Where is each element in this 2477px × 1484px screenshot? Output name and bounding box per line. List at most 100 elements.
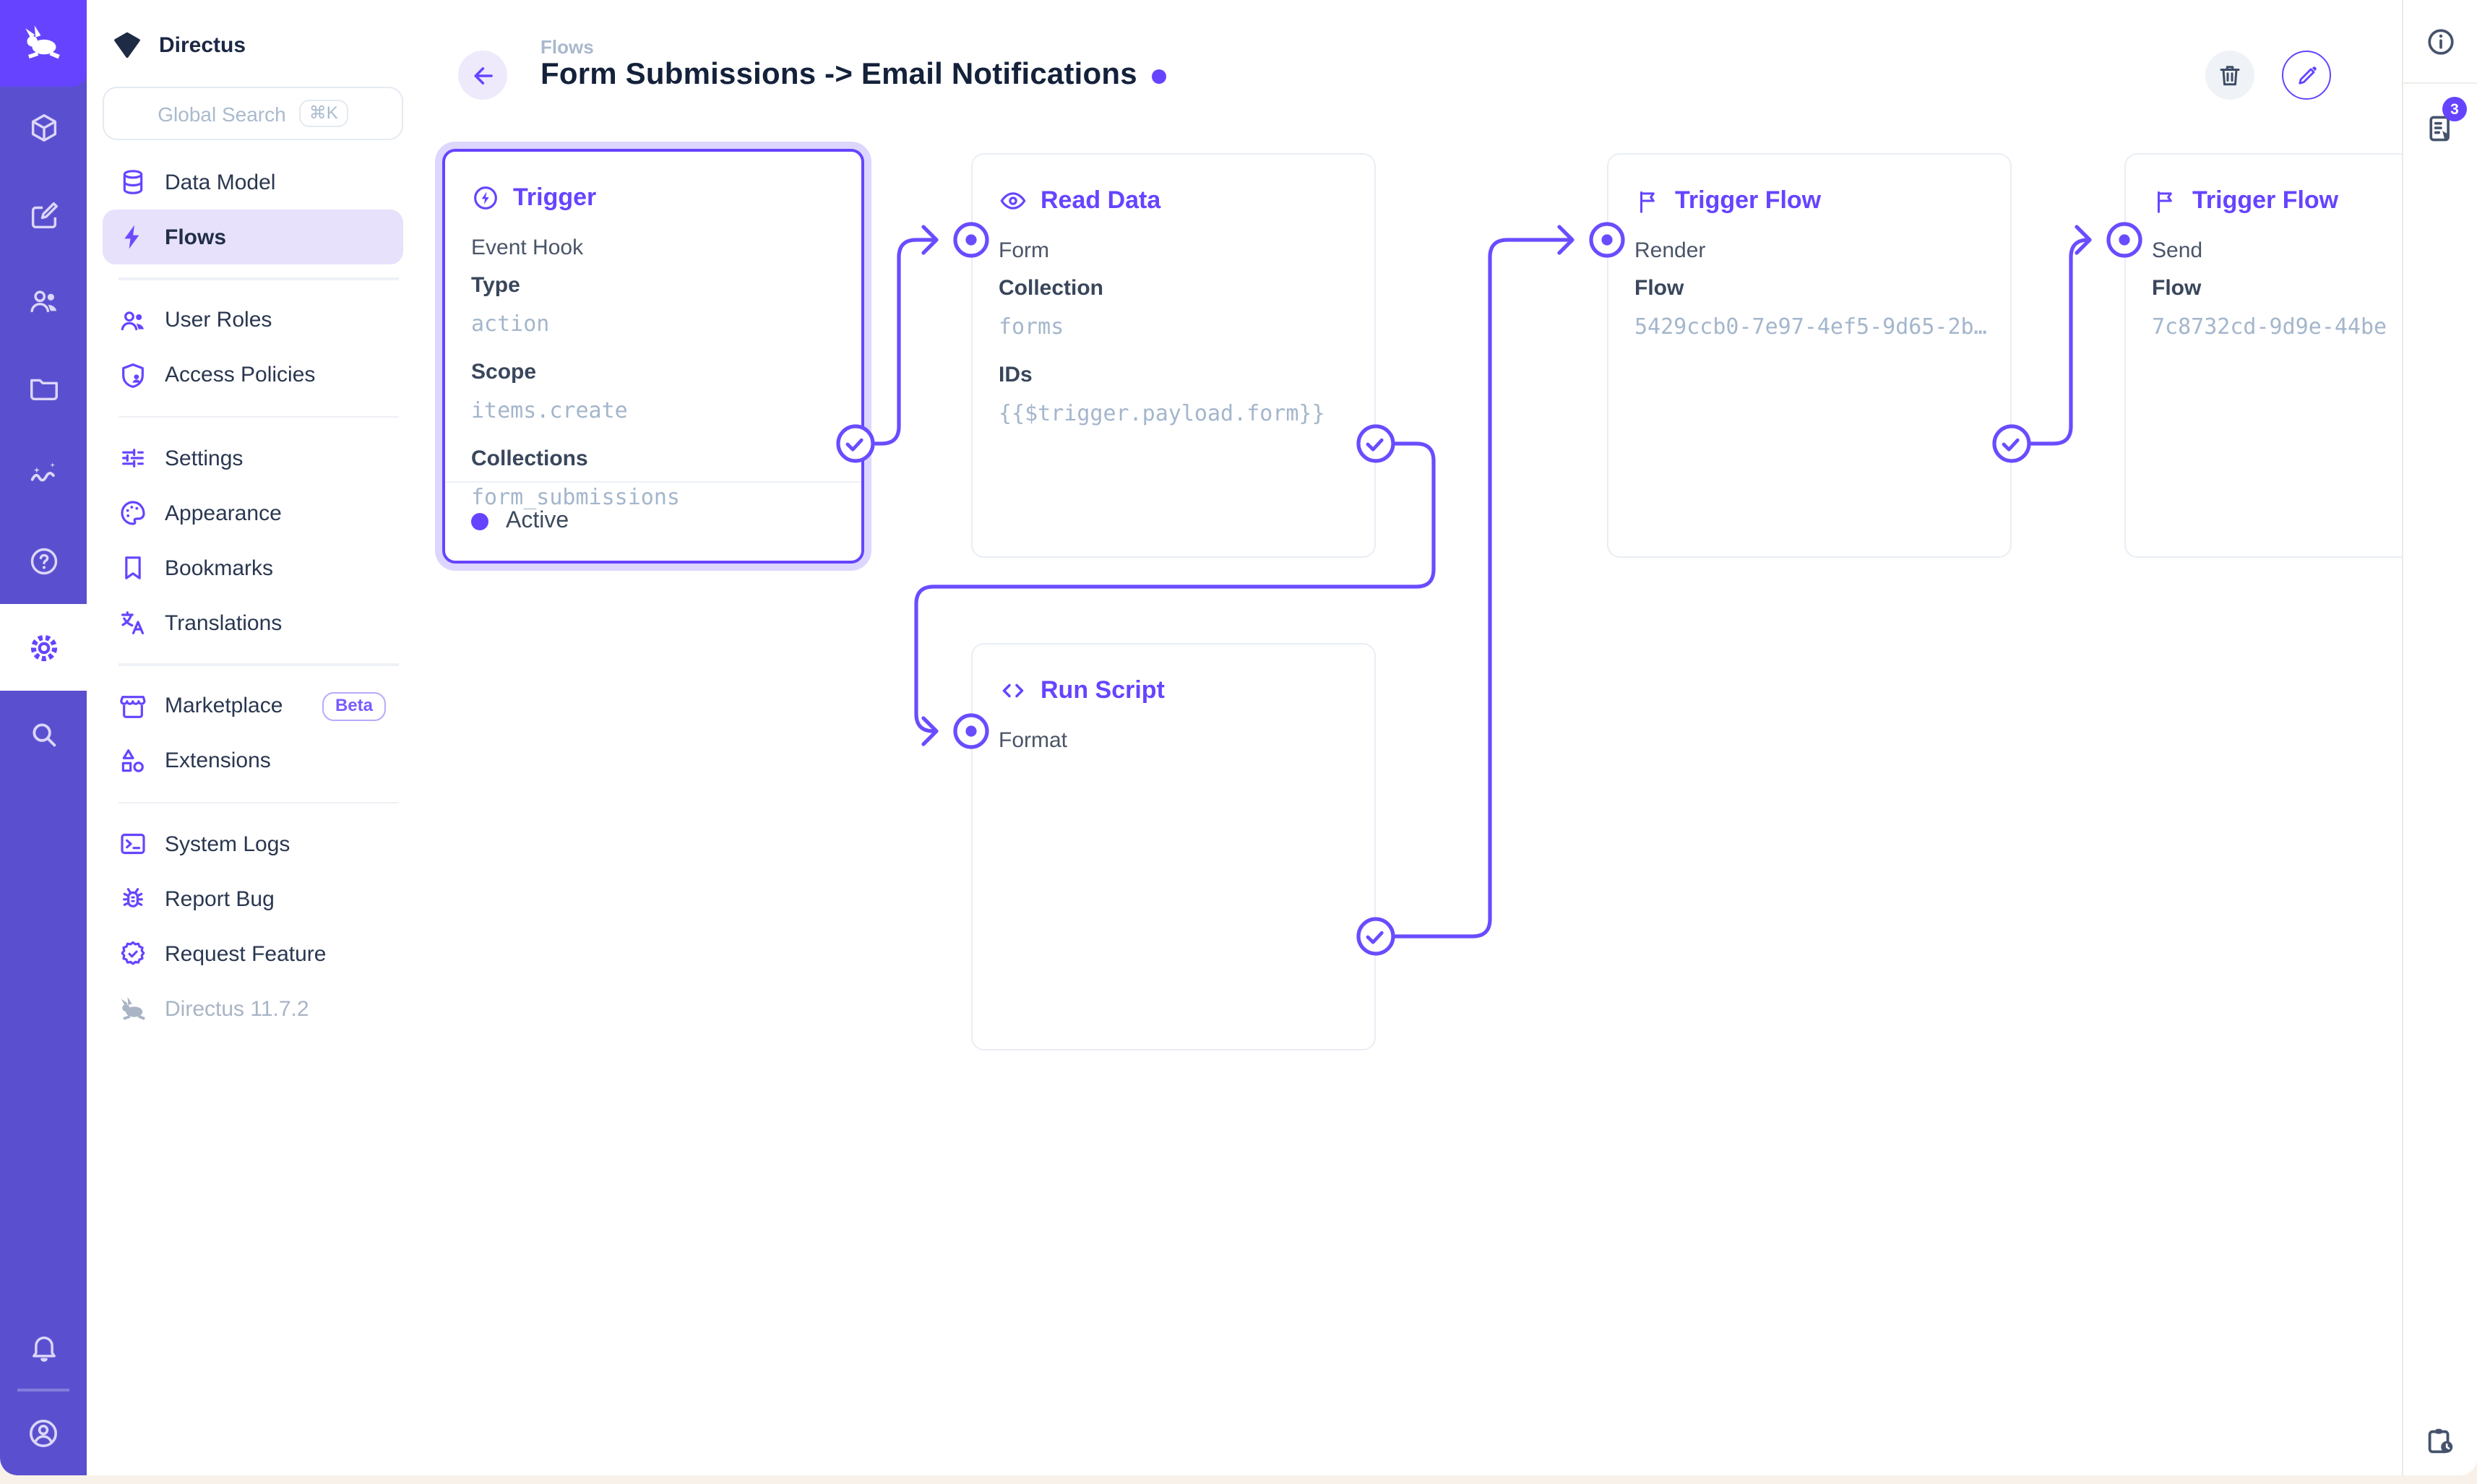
sidebar-item-flows[interactable]: Flows (103, 210, 403, 264)
trash-icon (2220, 66, 2240, 86)
sidebar-item-label: Translations (165, 611, 283, 635)
nav-divider (119, 801, 399, 803)
input-label: Send (2152, 238, 2203, 263)
activity-section[interactable] (2403, 1425, 2477, 1458)
account-button[interactable] (12, 1402, 75, 1465)
delete-flow-button[interactable] (2205, 51, 2254, 100)
module-settings-button[interactable] (0, 604, 87, 691)
notifications-button[interactable] (12, 1315, 75, 1379)
help-icon (30, 547, 57, 574)
account-icon (29, 1419, 58, 1448)
sidebar-item-label: Extensions (165, 749, 271, 773)
nav-sidebar: Directus Global Search ⌘K Data Model Flo… (87, 0, 419, 1475)
card-title: Trigger Flow (2192, 186, 2339, 214)
sidebar-item-user-roles[interactable]: User Roles (103, 293, 403, 348)
breadcrumb[interactable]: Flows (540, 36, 594, 58)
gear-icon (30, 634, 57, 661)
module-files-button[interactable] (12, 355, 75, 419)
users-icon (119, 306, 147, 335)
nav-divider (119, 277, 399, 280)
arrowhead-icon (921, 225, 939, 255)
sidebar-item-marketplace[interactable]: Marketplace Beta (103, 678, 403, 733)
directus-logo[interactable] (0, 0, 87, 87)
logs-section[interactable]: 3 (2403, 84, 2477, 173)
flow-card-read-data[interactable]: Read Data Form Collection forms IDs {{$t… (971, 153, 1376, 558)
search-icon (32, 722, 56, 746)
palette-icon (119, 499, 147, 527)
card-header: Trigger Flow (2152, 186, 2477, 215)
sidebar-item-label: Bookmarks (165, 556, 274, 580)
back-button[interactable] (458, 51, 507, 100)
module-search-button[interactable] (12, 702, 75, 766)
sidebar-item-appearance[interactable]: Appearance (103, 486, 403, 540)
settings-nav: Data Model Flows User Roles Access Polic… (87, 155, 419, 1036)
project-name: Directus (159, 33, 246, 57)
module-content-button[interactable] (12, 95, 75, 159)
field-label: Scope (471, 360, 537, 384)
flow-card-trigger[interactable]: Trigger Event Hook Type action Scope ite… (442, 149, 864, 564)
database-icon (119, 168, 147, 197)
module-editor-button[interactable] (12, 184, 75, 247)
card-title: Run Script (1041, 676, 1165, 704)
sidebar-item-system-logs[interactable]: System Logs (103, 816, 403, 871)
tune-icon (119, 444, 147, 473)
edit-flow-button[interactable] (2282, 51, 2331, 100)
global-search-input[interactable]: Global Search ⌘K (103, 87, 403, 140)
bolt-icon (119, 223, 147, 251)
field-label: Collections (471, 447, 588, 471)
logs-count-badge: 3 (2442, 97, 2467, 121)
sidebar-item-label: System Logs (165, 832, 290, 856)
sidebar-item-translations[interactable]: Translations (103, 595, 403, 650)
flag-icon (2157, 190, 2172, 212)
code-icon (1002, 683, 1024, 698)
card-title: Trigger (513, 184, 597, 211)
module-insights-button[interactable] (12, 442, 75, 506)
rail-divider (17, 1389, 69, 1391)
sidebar-item-bookmarks[interactable]: Bookmarks (103, 540, 403, 595)
users-icon (30, 290, 56, 312)
arrow-left-icon (473, 66, 492, 84)
sidebar-item-label: Access Policies (165, 363, 316, 387)
sidebar-item-label: User Roles (165, 308, 272, 332)
info-icon (2427, 28, 2453, 54)
sidebar-item-label: Appearance (165, 501, 282, 525)
sidebar-item-label: Report Bug (165, 886, 275, 911)
bolt-circle-icon (474, 186, 497, 210)
terminal-icon (119, 829, 147, 858)
input-label: Form (999, 238, 1049, 263)
arrowhead-icon (2075, 225, 2092, 255)
flow-card-trigger-flow-render[interactable]: Trigger Flow Render Flow 5429ccb0-7e97-4… (1607, 153, 2012, 558)
sidebar-item-label: Data Model (165, 170, 276, 194)
edit-icon (30, 202, 57, 228)
project-header[interactable]: Directus (87, 0, 419, 69)
card-header: Trigger Flow (1634, 186, 1984, 215)
module-users-button[interactable] (12, 269, 75, 332)
trigger-footer: Active (445, 481, 861, 561)
sidebar-item-request-feature[interactable]: Request Feature (103, 926, 403, 981)
trigger-subtitle: Event Hook (471, 236, 584, 260)
beta-badge: Beta (322, 691, 386, 720)
sidebar-item-extensions[interactable]: Extensions (103, 733, 403, 788)
module-help-button[interactable] (12, 529, 75, 592)
storefront-icon (119, 691, 147, 720)
sidebar-item-label: Flows (165, 225, 227, 249)
sidebar-item-settings[interactable]: Settings (103, 431, 403, 486)
card-title: Trigger Flow (1675, 186, 1822, 214)
sidebar-item-data-model[interactable]: Data Model (103, 155, 403, 210)
project-diamond-icon (114, 32, 140, 58)
sidebar-item-label: Marketplace (165, 694, 283, 718)
bell-icon (32, 1335, 55, 1361)
card-header: Trigger (471, 184, 835, 212)
field-value: items.create (471, 397, 628, 423)
version-label: Directus 11.7.2 (165, 996, 309, 1021)
input-label: Format (999, 728, 1068, 753)
field-value: form_submissions (471, 484, 680, 510)
field-value: 5429ccb0-7e97-4ef5-9d65-2b… (1634, 314, 1987, 340)
page-title: Form Submissions -> Email Notifications (540, 58, 1137, 91)
badge-check-icon (119, 939, 147, 968)
sidebar-item-access-policies[interactable]: Access Policies (103, 348, 403, 402)
sidebar-item-report-bug[interactable]: Report Bug (103, 871, 403, 926)
flow-card-run-script[interactable]: Run Script Format (971, 643, 1376, 1051)
status-badge: Active (506, 509, 569, 533)
info-section[interactable] (2403, 0, 2477, 84)
